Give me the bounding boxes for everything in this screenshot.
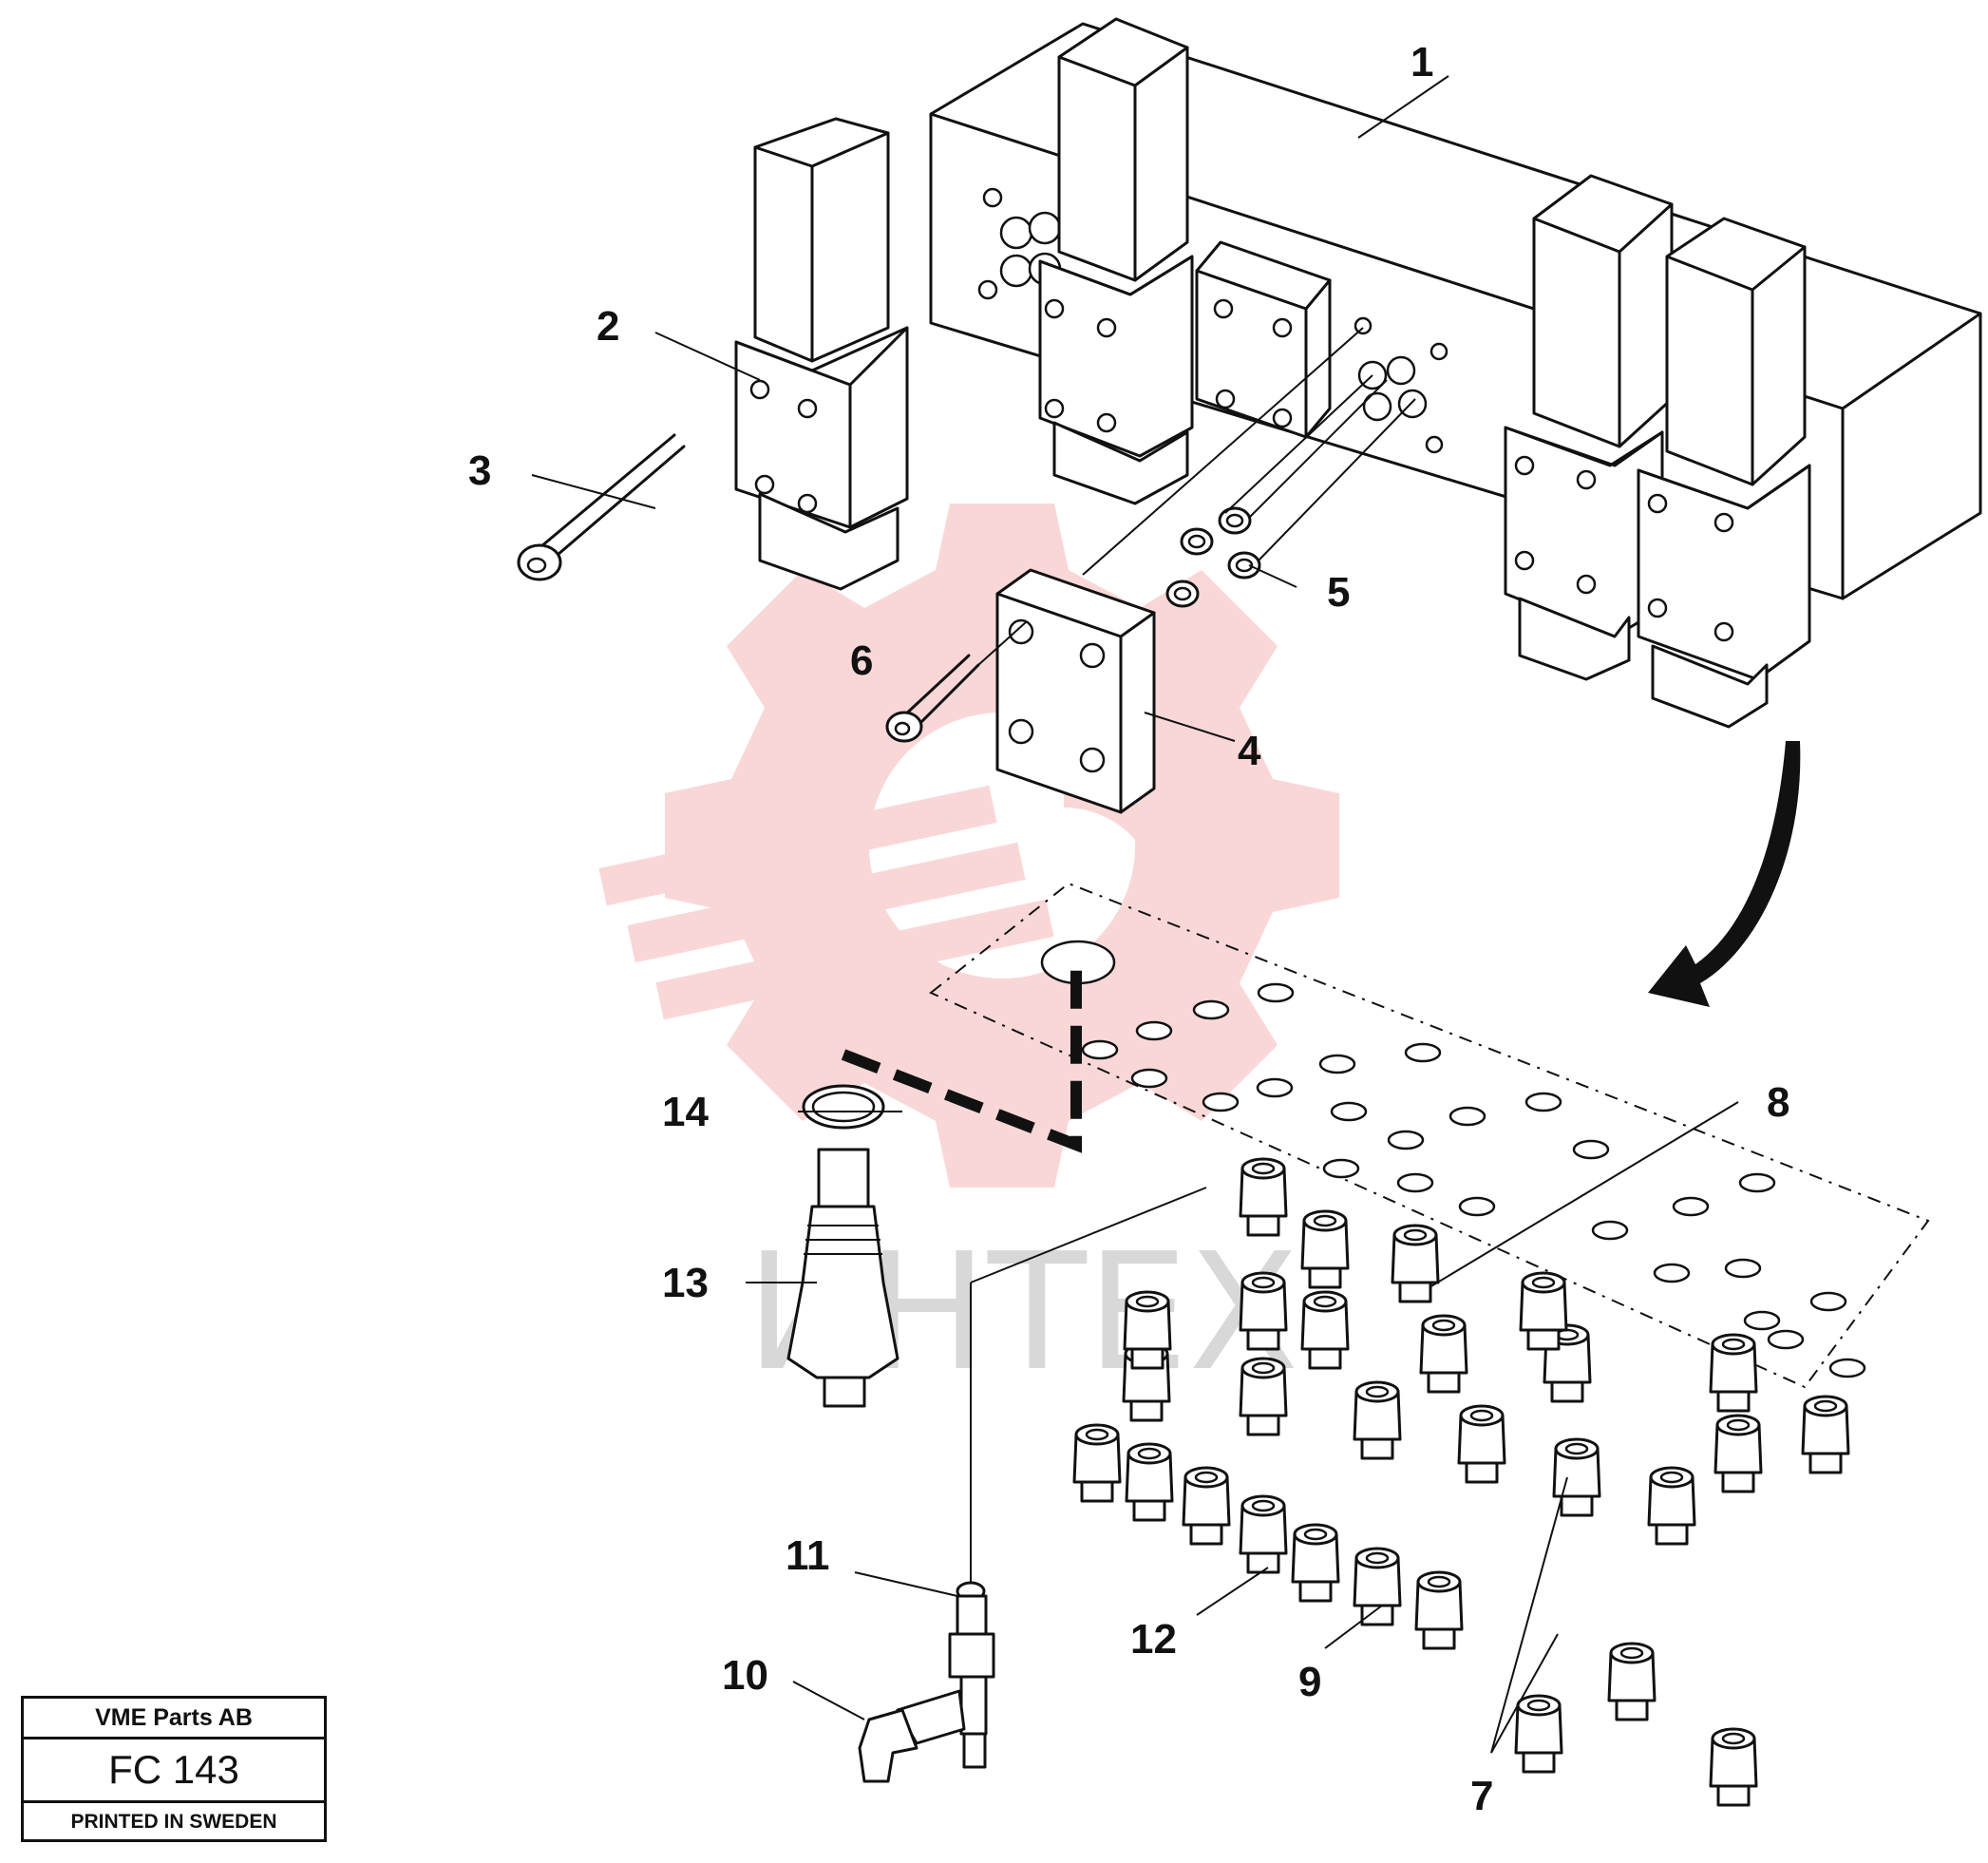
check-valve: [1182, 1466, 1231, 1546]
callout-2: 2: [596, 303, 619, 350]
connector-dash: [841, 969, 1082, 1153]
check-valve: [1519, 1271, 1568, 1351]
base-port: [1458, 1196, 1496, 1217]
solenoid-valve-left: [734, 117, 909, 591]
bolt-long: [517, 433, 686, 581]
callout-1: 1: [1411, 39, 1433, 86]
screw-short: [885, 621, 1027, 743]
printed-note: PRINTED IN SWEDEN: [70, 1811, 277, 1833]
base-port: [1809, 1291, 1847, 1312]
cover-plate-mounted: [1195, 240, 1332, 439]
base-plate-outline: [929, 882, 1930, 1389]
check-valves: [1072, 1157, 1850, 1807]
check-valve: [1457, 1404, 1506, 1484]
check-valve: [1514, 1694, 1563, 1774]
check-valve: [1801, 1395, 1850, 1474]
base-port: [1322, 1158, 1360, 1179]
callout-6: 6: [850, 637, 873, 684]
base-port: [1672, 1196, 1710, 1217]
watermark-stripe: [627, 842, 1026, 963]
watermark-stripe: [598, 785, 997, 906]
base-port: [1448, 1106, 1486, 1127]
check-valve: [1713, 1414, 1763, 1493]
callout-5: 5: [1327, 569, 1350, 616]
base-port: [1135, 1020, 1173, 1041]
base-port: [1330, 1101, 1368, 1122]
figure-code: FC 143: [24, 1739, 324, 1803]
callout-11: 11: [786, 1532, 830, 1579]
watermark-stripe: [655, 899, 1054, 1020]
solenoid-valve-right-2: [1637, 217, 1811, 729]
direction-arrow: [1648, 741, 1801, 1007]
base-port: [1591, 1220, 1629, 1241]
check-valve: [1239, 1357, 1288, 1436]
company-name: VME Parts AB: [24, 1699, 324, 1739]
pressure-switch: [786, 1084, 899, 1408]
base-port: [1653, 1263, 1691, 1283]
callout-13: 13: [662, 1260, 709, 1306]
check-valve: [1709, 1333, 1758, 1413]
callout-labels: 1 2 3 4 5 6 7 8 9 10 11 12 13 14: [468, 39, 1789, 1819]
solenoid-valve-center: [1038, 17, 1194, 505]
check-valve: [1709, 1727, 1758, 1807]
watermark-gear-icon: [665, 504, 1339, 1188]
check-valve: [1239, 1494, 1288, 1574]
leader-lines: [531, 75, 1739, 1754]
check-valve: [1123, 1290, 1172, 1370]
check-valve: [1300, 1290, 1350, 1370]
callout-4: 4: [1238, 728, 1261, 774]
check-valve: [1353, 1380, 1402, 1460]
base-port: [1743, 1310, 1781, 1331]
watermark-logo: [598, 504, 1339, 1188]
callout-8: 8: [1767, 1079, 1789, 1126]
base-port: [1202, 1092, 1240, 1112]
check-valve: [1300, 1209, 1350, 1289]
check-valve: [1391, 1224, 1440, 1303]
base-ports: [1081, 982, 1866, 1378]
cover-plate: [995, 327, 1364, 814]
base-port: [1404, 1042, 1442, 1063]
base-port: [1738, 1172, 1776, 1193]
title-block: VME Parts AB FC 143 PRINTED IN SWEDEN: [21, 1696, 327, 1842]
base-port: [1318, 1054, 1356, 1074]
callout-14: 14: [662, 1089, 709, 1135]
check-valve: [1239, 1271, 1288, 1351]
base-port: [1828, 1358, 1866, 1378]
check-valve: [1239, 1157, 1288, 1237]
base-port: [1724, 1258, 1762, 1279]
base-port: [1256, 1077, 1294, 1098]
callout-12: 12: [1130, 1616, 1177, 1663]
check-valve: [1125, 1442, 1174, 1522]
callout-3: 3: [468, 447, 491, 494]
seal-rings: [1165, 374, 1416, 608]
check-valve: [1419, 1314, 1468, 1394]
check-valve: [1414, 1570, 1464, 1650]
solenoid-valve-right-1: [1504, 174, 1674, 681]
base-port: [1081, 1039, 1119, 1060]
check-valve: [1647, 1466, 1696, 1546]
check-valve: [1607, 1642, 1657, 1721]
callout-10: 10: [722, 1652, 768, 1699]
elbow-fitting: [858, 1187, 1207, 1783]
check-valve: [1291, 1523, 1340, 1603]
check-valve: [1072, 1423, 1122, 1503]
callout-9: 9: [1298, 1659, 1321, 1705]
check-valve: [1353, 1547, 1402, 1626]
base-port: [1524, 1092, 1562, 1112]
callout-7: 7: [1470, 1773, 1493, 1819]
base-port: [1192, 999, 1230, 1020]
base-port: [1257, 982, 1295, 1003]
base-port: [1130, 1068, 1168, 1089]
base-port: [1387, 1130, 1425, 1150]
base-port: [1396, 1172, 1434, 1193]
base-port: [1572, 1139, 1610, 1160]
base-port: [1767, 1329, 1805, 1350]
